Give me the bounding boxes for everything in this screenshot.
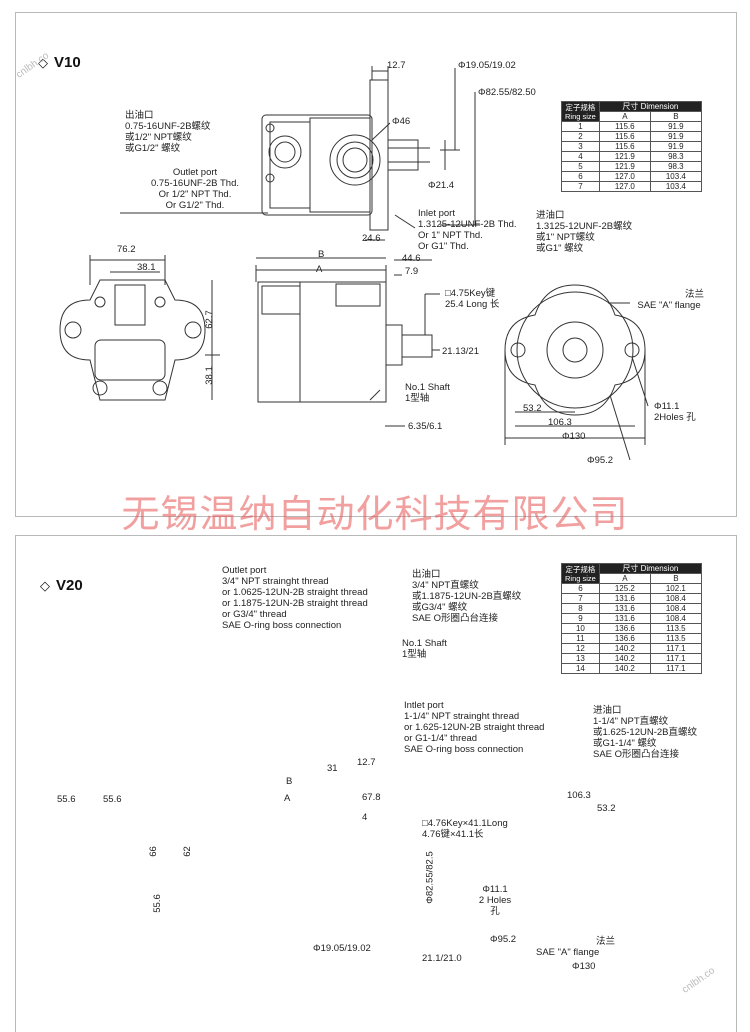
dim-A: A [284, 793, 291, 804]
dim-62-7: 62.7 [203, 310, 215, 329]
dim-4: 4 [362, 812, 368, 823]
dim-12-7: 12.7 [357, 757, 376, 768]
dim-phi19: Φ19.05/19.02 [313, 943, 371, 954]
dim-A: A [316, 264, 323, 275]
dim-phi95-2: Φ95.2 [490, 934, 517, 945]
col-a-header: A [598, 573, 651, 584]
dim-53-2: 53.2 [523, 403, 542, 414]
dim-7-9: 7.9 [405, 266, 419, 277]
dim-76-2: 76.2 [117, 244, 136, 255]
dim-24-6: 24.6 [362, 233, 381, 244]
v10-top-view [255, 257, 440, 427]
v10-flange-view [504, 284, 649, 461]
dim-44-6: 44.6 [402, 253, 421, 264]
dim-38-1-top: 38.1 [137, 262, 156, 273]
v20-title: ◇V20 [40, 577, 83, 594]
dim-53-2: 53.2 [597, 803, 616, 814]
dim-phi46: Φ46 [392, 116, 411, 127]
dimension-header: 尺寸 Dimension [598, 563, 702, 574]
dim-phi82: Φ82.55/82.50 [478, 87, 536, 98]
dim-55-6-left: 55.6 [57, 794, 76, 805]
dim-31: 31 [327, 763, 338, 774]
dim-phi130: Φ130 [572, 961, 596, 972]
dim-phi130: Φ130 [562, 431, 586, 442]
col-a-header: A [598, 111, 651, 122]
dim-21-1: 21.1/21.0 [422, 953, 462, 964]
col-b-header: B [649, 573, 702, 584]
dim-67-8: 67.8 [362, 792, 381, 803]
dim-55-6-side: 55.6 [151, 894, 163, 913]
dim-12-7: 12.7 [387, 60, 406, 71]
dim-66: 66 [147, 846, 159, 857]
dim-38-1-side: 38.1 [203, 366, 215, 385]
v10-panel [15, 12, 737, 517]
dim-phi21-4: Φ21.4 [428, 180, 455, 191]
dim-21-13: 21.13/21 [442, 346, 479, 357]
v10-front-view [59, 255, 220, 401]
dim-phi82-55: Φ82.55/82.5 [424, 851, 436, 904]
dim-106-3: 106.3 [548, 417, 572, 428]
dim-6-35: 6.35/6.1 [408, 421, 443, 432]
col-b-header: B [649, 111, 702, 122]
company-watermark: 无锡温纳自动化科技有限公司 [121, 492, 629, 536]
v10-side-view [120, 66, 480, 241]
dim-55-6-right: 55.6 [103, 794, 122, 805]
dim-phi19: Φ19.05/19.02 [458, 60, 516, 71]
dim-62: 62 [181, 846, 193, 857]
v10-title: ◇V10 [38, 54, 81, 71]
dim-B: B [286, 776, 293, 787]
dim-phi95-2: Φ95.2 [587, 455, 614, 466]
dim-106-3: 106.3 [567, 790, 591, 801]
dimension-header: 尺寸 Dimension [598, 101, 702, 112]
dim-B: B [318, 249, 325, 260]
